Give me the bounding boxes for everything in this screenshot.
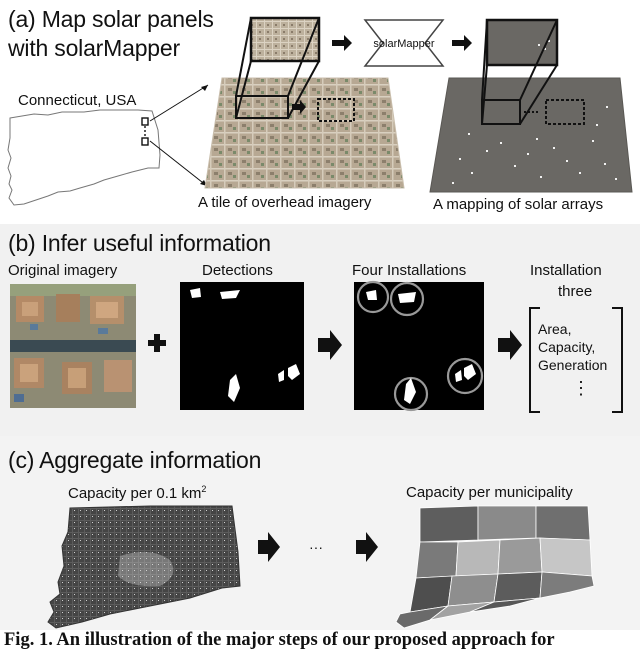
detections-label: Detections xyxy=(202,262,273,279)
detections-image xyxy=(180,282,304,410)
four-installations-label: Four Installations xyxy=(352,262,467,279)
state-label: Connecticut, USA xyxy=(18,92,137,109)
installations-image xyxy=(354,282,484,410)
info-generation: Generation xyxy=(538,357,608,373)
panel-b-title: (b) Infer useful information xyxy=(8,230,271,256)
overhead-imagery-tile xyxy=(204,77,405,189)
installation-three-label-1: Installation xyxy=(530,262,602,279)
info-capacity: Capacity, xyxy=(538,339,596,355)
figure-caption: Fig. 1. An illustration of the major ste… xyxy=(4,630,555,650)
mapping-caption: A mapping of solar arrays xyxy=(433,196,604,213)
solar-mapping-tile xyxy=(429,77,633,193)
panel-b-graphics xyxy=(10,280,623,413)
info-more: ⋮ xyxy=(572,378,590,398)
connecticut-outline xyxy=(7,109,161,206)
panel-a-title-line2: with solarMapper xyxy=(8,35,180,61)
tile-caption: A tile of overhead imagery xyxy=(198,194,372,211)
solarmapper-model xyxy=(363,19,445,67)
capacity-municipality-label: Capacity per municipality xyxy=(406,484,573,501)
panel-a-title-line1: (a) Map solar panels xyxy=(8,6,214,32)
imagery-tile-crop xyxy=(249,16,321,63)
municipality-map xyxy=(395,505,595,629)
installation-three-label-2: three xyxy=(558,283,593,300)
solarmapper-label: solarMapper xyxy=(373,38,434,50)
ellipsis: ··· xyxy=(309,539,323,555)
mapping-tile-crop xyxy=(485,18,559,67)
original-imagery-label: Original imagery xyxy=(8,262,118,279)
panel-c-title: (c) Aggregate information xyxy=(8,447,262,473)
capacity-grid-label: Capacity per 0.1 km2 xyxy=(68,484,207,502)
panel-a-graphics: solarMapper xyxy=(7,16,633,206)
info-area: Area, xyxy=(538,321,572,337)
capacity-grid-map xyxy=(47,505,241,629)
panel-c-graphics: ··· xyxy=(47,505,595,629)
